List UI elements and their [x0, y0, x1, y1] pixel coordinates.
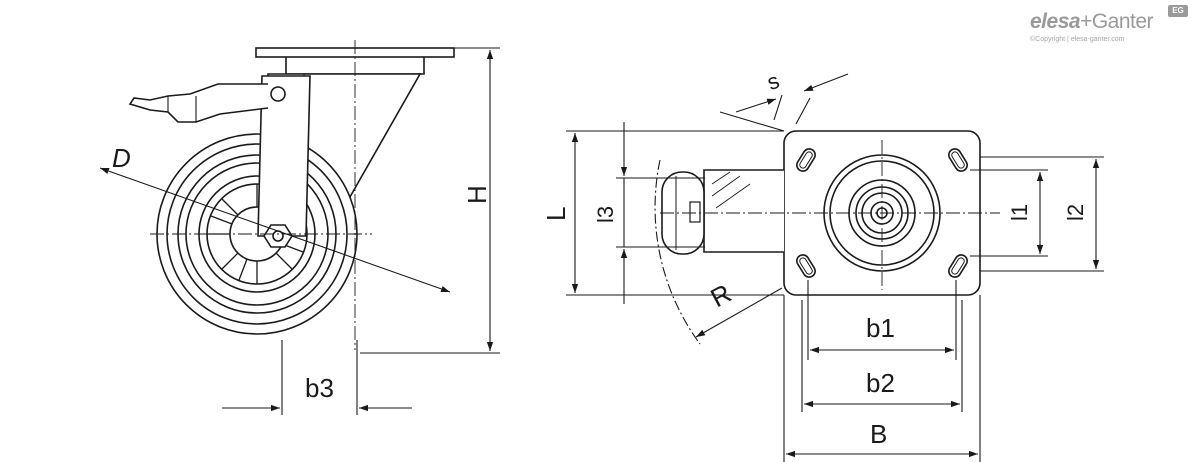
dim-label-L: L — [541, 207, 571, 221]
plan-brake-housing — [703, 169, 784, 253]
brand-wordmark: elesa+Ganter — [1030, 10, 1154, 34]
brand-name-part1: elesa — [1030, 10, 1081, 33]
dim-label-s: s — [764, 68, 783, 95]
plan-mounting-slots — [796, 148, 968, 278]
dim-line-s-left — [735, 98, 777, 113]
brand-badge: EG — [1168, 5, 1188, 17]
dim-label-B: B — [870, 419, 887, 449]
side-dimensions — [99, 47, 500, 415]
brand-name-separator: + — [1080, 10, 1092, 33]
dim-line-s-right — [803, 73, 849, 92]
swing-radius-arc — [654, 159, 701, 345]
side-view — [128, 40, 455, 350]
dim-label-l3: l3 — [593, 206, 618, 223]
plan-view — [660, 130, 1000, 296]
dim-line-R — [695, 287, 783, 338]
brand-logo: elesa+Ganter EG ©Copyright | elesa-gante… — [1030, 5, 1190, 48]
dim-label-b1: b1 — [866, 313, 895, 343]
dim-label-b3: b3 — [305, 373, 334, 403]
plan-dimensions — [566, 73, 1104, 462]
dim-label-l1: l1 — [1007, 204, 1032, 221]
side-fork-pivot — [270, 86, 286, 102]
side-axle-nut — [263, 224, 293, 248]
brand-name-part2: Ganter — [1091, 10, 1154, 33]
dim-label-D: D — [112, 143, 131, 173]
brand-copyright: ©Copyright | elesa-ganter.com — [1030, 36, 1125, 43]
dim-label-H: H — [462, 185, 492, 204]
dim-line-D — [99, 167, 451, 293]
dim-label-b2: b2 — [866, 368, 895, 398]
side-brake-lever — [128, 83, 269, 123]
dim-label-l2: l2 — [1063, 204, 1088, 221]
